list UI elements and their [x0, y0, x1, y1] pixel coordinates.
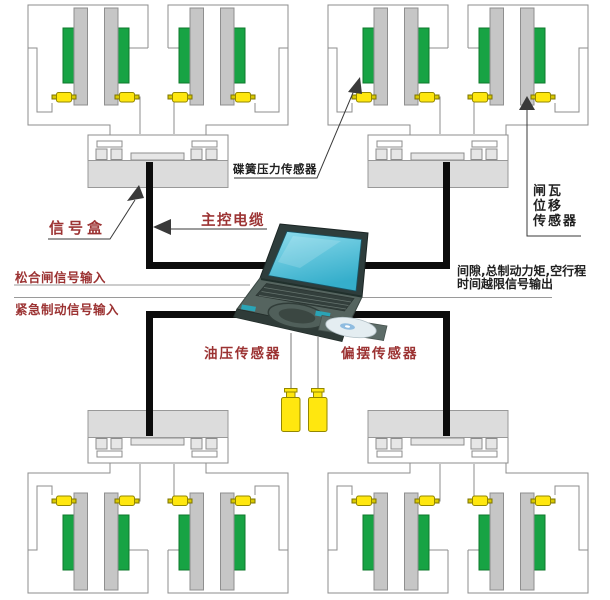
signal-box-top-right: [367, 134, 509, 188]
hanging-sensors: [281, 333, 328, 432]
label-line: 传感器: [533, 214, 579, 229]
brake-group-top-left: [27, 4, 289, 142]
signal-box-pointer-line: [48, 199, 136, 240]
label-line: 闸瓦: [533, 184, 564, 199]
label-line: 时间越限信号输出: [457, 277, 554, 291]
label-main-control-cable: 主控电缆: [201, 213, 265, 229]
yellow-probe-bottle: [281, 388, 301, 432]
cable-bottom-right: [338, 311, 450, 436]
label-oil-pressure-sensor: 油压传感器: [204, 346, 282, 362]
cable-top-left: [146, 162, 286, 269]
label-emergency-brake-signal-input: 紧急制动信号输入: [15, 302, 120, 317]
disc-spring-pointer-line: [234, 87, 356, 179]
laptop-accent-left: [241, 304, 256, 312]
cd-hole: [344, 325, 351, 328]
label-line: 位移: [533, 199, 564, 214]
main-cable-arrow: [153, 219, 171, 235]
label-pointers: [48, 77, 581, 240]
disc-spring-arrow: [348, 77, 362, 94]
signal-box-bottom-right: [367, 410, 509, 464]
laptop: [232, 223, 388, 342]
label-line: 间隙,总制动力矩,空行程: [457, 264, 587, 278]
label-disc-spring-pressure-sensor: 碟簧压力传感器: [233, 162, 317, 176]
shoe-sensor-pointer-line: [526, 108, 581, 237]
brake-group-top-right: [327, 4, 589, 142]
label-limit-signal-output: 间隙,总制动力矩,空行程 时间越限信号输出: [457, 265, 586, 291]
signal-box-top-left: [87, 134, 229, 188]
label-signal-box: 信号盒: [49, 219, 107, 237]
label-brake-shoe-displacement-sensor: 闸瓦 位移 传感器: [533, 184, 578, 229]
brake-group-bottom-right: [327, 456, 589, 594]
shoe-sensor-arrow: [519, 96, 535, 110]
keyboard-rows: [258, 287, 352, 310]
label-release-brake-signal-input: 松合闸信号输入: [15, 270, 107, 285]
cable-bottom-left: [146, 311, 260, 436]
laptop-screen: [267, 231, 362, 292]
touchpad-button: [278, 308, 316, 324]
cable-top-right: [356, 162, 450, 269]
main-control-cables: [146, 162, 450, 436]
signal-box-arrow: [127, 185, 144, 201]
signal-box-bottom-left: [87, 410, 229, 464]
yellow-probe-bottle: [308, 388, 328, 432]
label-sway-sensor: 偏摆传感器: [341, 346, 419, 362]
laptop-hinge: [260, 278, 362, 298]
laptop-screen-glare: [278, 236, 341, 268]
brake-group-bottom-left: [27, 456, 289, 594]
